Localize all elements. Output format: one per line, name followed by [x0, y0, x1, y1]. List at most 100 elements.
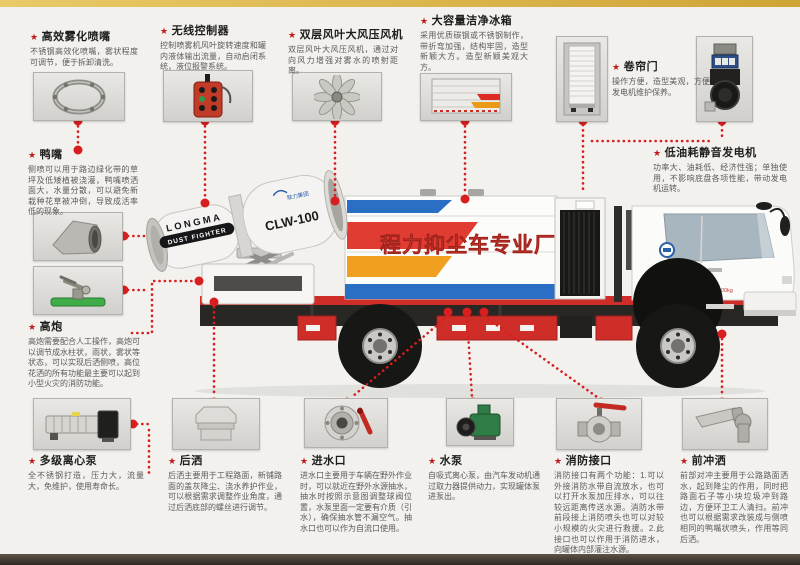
fog-cannon: LONGMA DUST FIGHTER 联力集团 CLW-100: [146, 170, 348, 272]
tank-blue-band: [345, 284, 557, 299]
cab-door-handle: [708, 268, 722, 272]
callout-roller-door: ★卷帘门 操作方便，造型美观，方便发电机维护保养。: [612, 58, 710, 98]
callout-title-text: 进水口: [311, 455, 347, 467]
multistage-pump-icon: [45, 410, 119, 442]
star-icon: ★: [420, 16, 429, 26]
callout-desc: 控制喷雾机风叶旋转速度和罐内液体输出流量，自动启闭系统，液位报警系统。: [160, 41, 266, 72]
callout-desc: 采用优质碳钢或不锈钢制作，带折弯加强，结构牢固，造型新颖大方。造型新颖美观大方。: [420, 31, 528, 72]
callout-title-text: 大容量洁净冰箱: [431, 15, 513, 27]
generator-bay: [554, 197, 606, 300]
tank-stripe-orange: [347, 256, 452, 277]
truck-cab: 总质量15000kg: [614, 202, 797, 348]
callout-title: ★无线控制器: [160, 22, 266, 38]
front-wheel: [636, 304, 720, 388]
callout-title: ★卷帘门: [612, 58, 710, 74]
star-icon: ★: [554, 456, 563, 466]
cab-mirror: [780, 216, 790, 236]
truck-shadow: [195, 384, 765, 398]
rear-spray-cap-icon: [195, 406, 237, 441]
star-icon: ★: [30, 32, 39, 42]
star-icon: ★: [28, 322, 37, 332]
photo-multistage-pump: [33, 398, 131, 450]
callout-desc: 功率大、油耗低、经济性强；单独使用，不影响底盘各项性能，带动发电机运转。: [653, 163, 787, 194]
callout-desc: 全不锈钢打造，压力大，流量大，免维护，使用寿命长。: [28, 471, 144, 491]
callout-title-text: 卷帘门: [623, 61, 659, 73]
tank-body: 程力抑尘车专业厂: [344, 189, 558, 300]
photo-fire-port: [556, 398, 642, 450]
callout-title-text: 鸭嘴: [39, 149, 63, 161]
callout-title: ★低油耗静音发电机: [653, 144, 787, 160]
callout-fire-port: ★消防接口 消防接口有两个功能：1.可以外接消防水带自流放水，也可以打开水泵加压…: [554, 452, 664, 556]
top-gold-bar: [0, 0, 800, 7]
water-pump-icon: [456, 404, 501, 440]
photo-roller-door: [556, 36, 608, 122]
callout-title: ★进水口: [300, 452, 412, 468]
callout-title-text: 前冲洒: [691, 455, 727, 467]
rear-wheel: [338, 304, 422, 388]
callout-desc: 进水口主要用于车辆在野外作业时，可以就近在野外水源抽水，抽水时按照示意图调整球阀…: [300, 471, 412, 533]
star-icon: ★: [300, 456, 309, 466]
callout-title: ★高炮: [28, 318, 140, 334]
callout-title-text: 低油耗静音发电机: [664, 147, 757, 159]
photo-front-nozzle: [682, 398, 768, 450]
callout-title: ★双层风叶大风压风机: [288, 26, 403, 42]
icebox-icon: [431, 78, 501, 114]
callout-desc: 消防接口有两个功能：1.可以外接消防水带自流放水，也可以打开水泵加压排水，可以往…: [554, 471, 664, 555]
nozzle-ring-icon: [52, 79, 106, 114]
cannon-lift-base: [201, 247, 315, 305]
photo-side-sprinkler: [33, 266, 123, 315]
callout-desc: 自吸式离心泵，由汽车发动机通过取力器提供动力，实现罐体泵进泵出。: [428, 471, 540, 502]
remote-control-icon: [193, 74, 232, 118]
callout-remote-control: ★无线控制器 控制喷雾机风叶旋转速度和罐内液体输出流量，自动启闭系统，液位报警系…: [160, 22, 266, 73]
callout-title-text: 后洒: [179, 455, 203, 467]
star-icon: ★: [653, 148, 662, 158]
callout-title-text: 水泵: [439, 455, 463, 467]
photo-generator: [696, 36, 753, 122]
roller-door-icon: [563, 42, 601, 116]
water-inlet-icon: [324, 405, 373, 441]
callout-title-text: 多级离心泵: [39, 455, 98, 467]
photo-spray-nozzle: [33, 72, 125, 121]
star-icon: ★: [168, 456, 177, 466]
callout-desc: 侧喷可以用于路边绿化带的草坪及低矮植被浇灌，鸭嘴喷洒面大，水量分散，可以避免新栽…: [28, 165, 138, 217]
photo-water-pump: [446, 398, 514, 446]
photo-remote-control: [163, 70, 253, 122]
callout-title-text: 高炮: [39, 321, 63, 333]
star-icon: ★: [288, 30, 297, 40]
callout-desc: 操作方便，造型美观，方便发电机维护保养。: [612, 77, 710, 97]
fan-blade-icon: [314, 74, 360, 119]
callout-title: ★后洒: [168, 452, 282, 468]
callout-generator: ★低油耗静音发电机 功率大、油耗低、经济性强；单独使用，不影响底盘各项性能，带动…: [653, 144, 787, 195]
callout-water-pump: ★水泵 自吸式离心泵，由汽车发动机通过取力器提供动力，实现罐体泵进泵出。: [428, 452, 540, 503]
callout-title: ★消防接口: [554, 452, 664, 468]
star-icon: ★: [612, 62, 621, 72]
callout-title: ★高效雾化喷嘴: [30, 28, 138, 44]
callout-multistage-pump: ★多级离心泵 全不锈钢打造，压力大，流量大，免维护，使用寿命长。: [28, 452, 144, 492]
callout-rear-spray: ★后洒 后洒主要用于工程路面，新铺路面的盖灰降尘、浇水养护作业，可以根据需求调整…: [168, 452, 282, 513]
photo-fan: [292, 72, 382, 121]
callout-title: ★水泵: [428, 452, 540, 468]
callout-title: ★大容量洁净冰箱: [420, 12, 528, 28]
leader-lines: [76, 119, 724, 478]
photo-duckbill: [33, 212, 123, 261]
tank-banner-text: 程力抑尘车专业厂: [380, 233, 556, 257]
callout-desc: 后洒主要用于工程路面，新铺路面的盖灰降尘、浇水养护作业，可以根据需求调整作业角度…: [168, 471, 282, 512]
callout-duckbill: ★鸭嘴 侧喷可以用于路边绿化带的草坪及低矮植被浇灌，鸭嘴喷洒面大，水量分散，可以…: [28, 146, 138, 218]
photo-water-inlet: [304, 398, 388, 448]
callout-title-text: 无线控制器: [171, 25, 230, 37]
front-bumper: [743, 291, 797, 313]
callout-water-inlet: ★进水口 进水口主要用于车辆在野外作业时，可以就近在野外水源抽水，抽水时按照示意…: [300, 452, 412, 535]
callout-title: ★鸭嘴: [28, 146, 138, 162]
tank-stripe-blue: [347, 200, 452, 213]
callout-title: ★前冲洒: [680, 452, 788, 468]
callout-desc: 前部对冲主要用于公路路面洒水，起到降尘的作用，同时把路面石子等小块垃圾冲到路边，…: [680, 471, 788, 544]
duckbill-nozzle-icon: [52, 219, 102, 255]
callout-desc: 不锈钢高效化喷嘴，雾状程度可调节，便于拆卸清洗。: [30, 47, 138, 67]
photo-icebox: [420, 73, 512, 121]
callout-title-text: 高效雾化喷嘴: [41, 31, 111, 43]
photo-rear-spray: [172, 398, 260, 450]
star-icon: ★: [28, 150, 37, 160]
cab-window: [663, 213, 775, 262]
